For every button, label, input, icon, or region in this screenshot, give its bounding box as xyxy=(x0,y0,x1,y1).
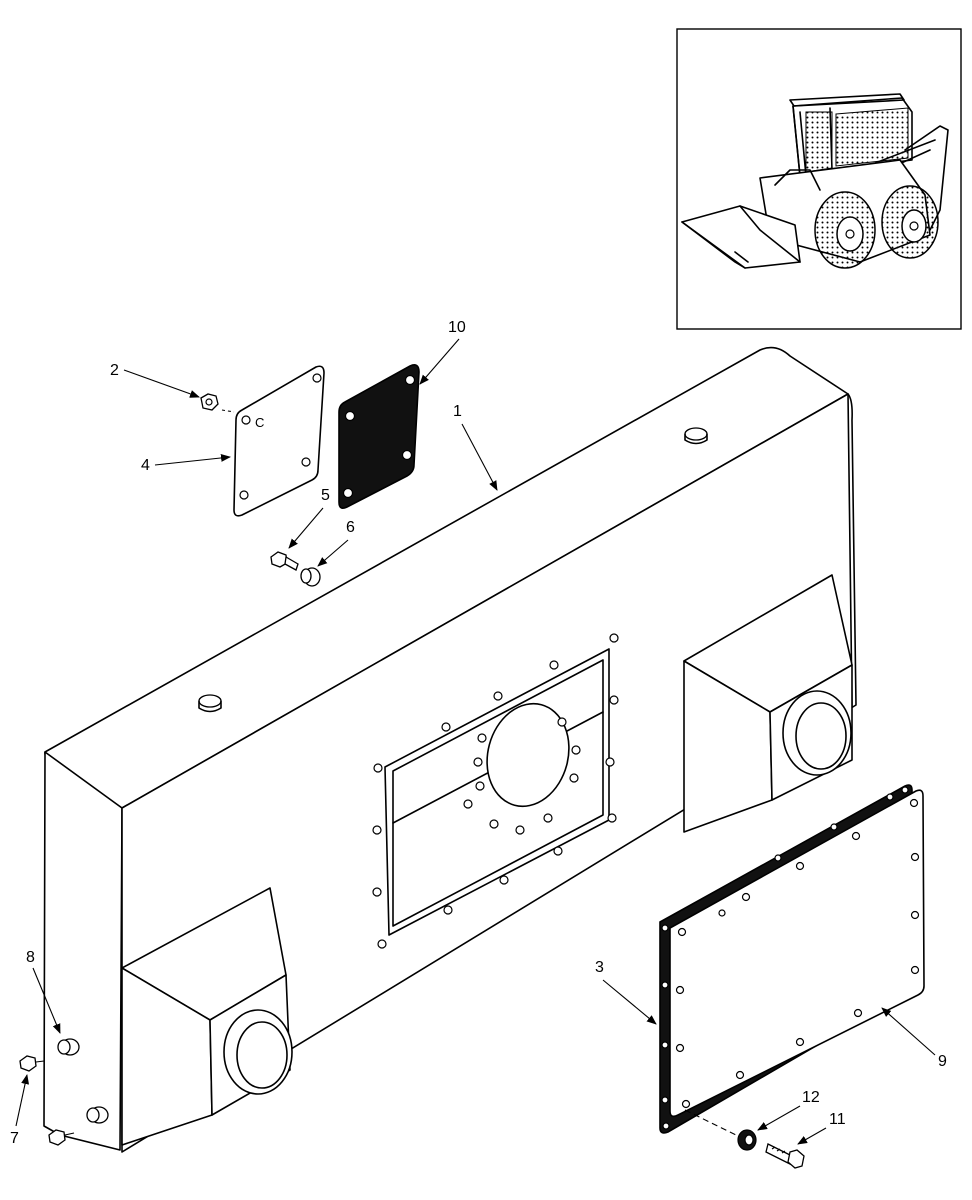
callout-10: 10 xyxy=(448,319,466,336)
bolt-hole xyxy=(681,1099,691,1109)
bolt-hole xyxy=(609,695,619,705)
callout-1: 1 xyxy=(453,403,462,420)
bolt-hole xyxy=(373,763,383,773)
bolt-hole xyxy=(661,1096,669,1104)
bolt-hole xyxy=(661,981,669,989)
bolt-hole xyxy=(661,924,669,932)
bolt-hole xyxy=(909,798,919,808)
end-plug-upper xyxy=(57,1038,80,1056)
callout-2: 2 xyxy=(110,362,119,379)
bolt-hole xyxy=(774,854,782,862)
top-nut-left xyxy=(198,694,222,713)
bolt-hole xyxy=(499,875,509,885)
nut-6 xyxy=(300,567,321,587)
bolt-hole xyxy=(553,846,563,856)
bolt-hole xyxy=(661,1041,669,1049)
bolt-7-upper xyxy=(19,1055,45,1072)
bolt-hole xyxy=(443,905,453,915)
bolt-11 xyxy=(765,1143,805,1169)
top-nut-right xyxy=(684,427,708,445)
bolt-hole xyxy=(795,861,805,871)
bolt-hole xyxy=(609,633,619,643)
callout-5: 5 xyxy=(321,487,330,504)
callout-7: 7 xyxy=(10,1130,19,1147)
nut-2 xyxy=(200,393,219,411)
bolt-hole xyxy=(741,892,751,902)
inset-panel xyxy=(676,28,962,330)
skid-steer-loader-illustration xyxy=(681,93,949,269)
callout-3: 3 xyxy=(595,959,604,976)
bolt-hole xyxy=(851,831,861,841)
bolt-hole xyxy=(677,927,687,937)
right-port xyxy=(683,574,853,833)
bolt-hole xyxy=(910,910,920,920)
callout-8: 8 xyxy=(26,949,35,966)
bolt-5 xyxy=(270,551,299,571)
bolt-hole xyxy=(441,722,451,732)
bolt-hole xyxy=(569,773,579,783)
bolt-hole xyxy=(473,757,483,767)
end-plug-lower xyxy=(86,1106,109,1124)
callout-11: 11 xyxy=(829,1111,846,1128)
washer-12 xyxy=(737,1129,757,1151)
bolt-hole xyxy=(662,1122,670,1130)
bolt-hole xyxy=(489,819,499,829)
bolt-hole xyxy=(675,1043,685,1053)
bolt-hole xyxy=(607,813,617,823)
bolt-hole xyxy=(605,757,615,767)
bolt-hole xyxy=(372,887,382,897)
bolt-hole xyxy=(830,823,838,831)
bolt-hole xyxy=(477,733,487,743)
bolt-hole xyxy=(910,852,920,862)
bolt-hole xyxy=(886,793,894,801)
bolt-hole xyxy=(910,965,920,975)
bolt-hole xyxy=(795,1037,805,1047)
bolt-hole xyxy=(493,691,503,701)
bolt-hole xyxy=(475,781,485,791)
bolt-hole xyxy=(549,660,559,670)
bolt-hole xyxy=(675,985,685,995)
bolt-hole xyxy=(571,745,581,755)
cover-mark: C xyxy=(255,415,264,430)
left-port xyxy=(121,887,293,1146)
bolt-hole xyxy=(372,825,382,835)
bolt-hole xyxy=(901,786,909,794)
callout-9: 9 xyxy=(938,1053,947,1070)
cover-gasket xyxy=(338,364,420,509)
bolt-7-lower xyxy=(48,1129,75,1146)
callouts: 1 2 3 4 5 6 7 8 9 10 11 12 xyxy=(10,319,947,1147)
bolt-hole xyxy=(557,717,567,727)
callout-6: 6 xyxy=(346,519,355,536)
callout-4: 4 xyxy=(141,457,150,474)
bolt-hole xyxy=(718,909,726,917)
callout-12: 12 xyxy=(802,1089,820,1106)
center-opening xyxy=(372,633,619,949)
bolt-hole xyxy=(543,813,553,823)
side-cover-plate xyxy=(669,789,925,1118)
bolt-hole xyxy=(735,1070,745,1080)
cover-plate: C xyxy=(221,365,325,517)
bolt-hole xyxy=(463,799,473,809)
bolt-hole xyxy=(853,1008,863,1018)
housing xyxy=(43,346,857,1153)
bolt-hole xyxy=(377,939,387,949)
bolt-hole xyxy=(515,825,525,835)
